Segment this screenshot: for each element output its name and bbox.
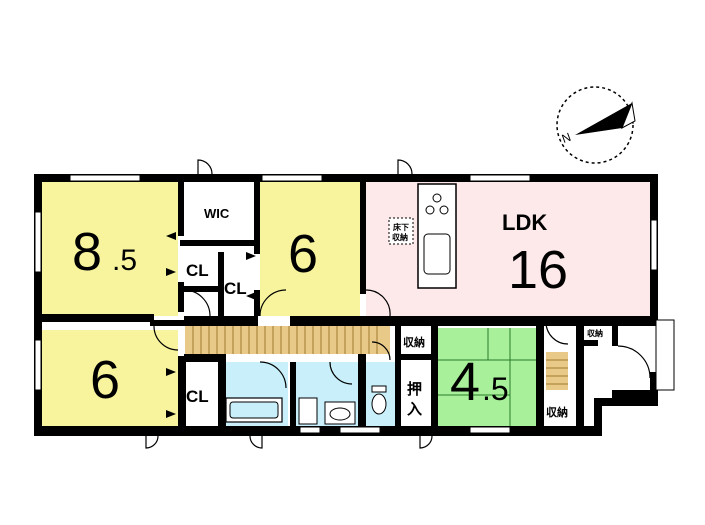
wic-label: WIC [204,206,230,221]
bedroom-3-fill [40,330,178,426]
compass: N [556,86,636,164]
bedroom-1-size: 8 [72,222,102,282]
underfloor-storage-box [388,217,414,245]
japanese-room-size: 4 [450,352,480,412]
stairs [185,326,568,390]
underfloor-label-bottom: 収納 [392,232,408,242]
storage-label-1: 収納 [403,335,425,349]
bathtub-icon [225,397,283,423]
ldk-fill [366,182,650,316]
closet-markers [166,232,256,418]
bedroom-2-size: 6 [288,224,318,284]
tatami-lines [438,328,538,426]
toilet-icon [371,385,387,415]
bedroom-2-fill [260,182,360,316]
oshiire-label-bottom: 入 [407,401,422,418]
kitchen-counter [417,183,457,289]
bedroom-3-size: 6 [90,350,120,410]
ldk-label: LDK [502,210,547,235]
storage-label-2: 収納 [546,405,568,419]
storage-label-3: 収納 [587,328,603,338]
washbasin-icon [298,397,356,425]
closet-label-1: CL [186,261,209,280]
ldk-size: 16 [508,240,568,300]
door-swings [145,159,651,449]
closet-label-3: CL [186,387,209,406]
bedroom-1-fill [40,182,178,316]
compass-needle-icon [575,103,632,135]
bedroom-1-size-suffix: .5 [112,244,137,277]
oshiire-label-top: 押 [407,380,422,398]
closet-label-2: CL [224,279,247,298]
windows [34,174,675,434]
underfloor-label-top: 床下 [393,222,409,232]
japanese-room-size-suffix: .5 [482,371,509,407]
